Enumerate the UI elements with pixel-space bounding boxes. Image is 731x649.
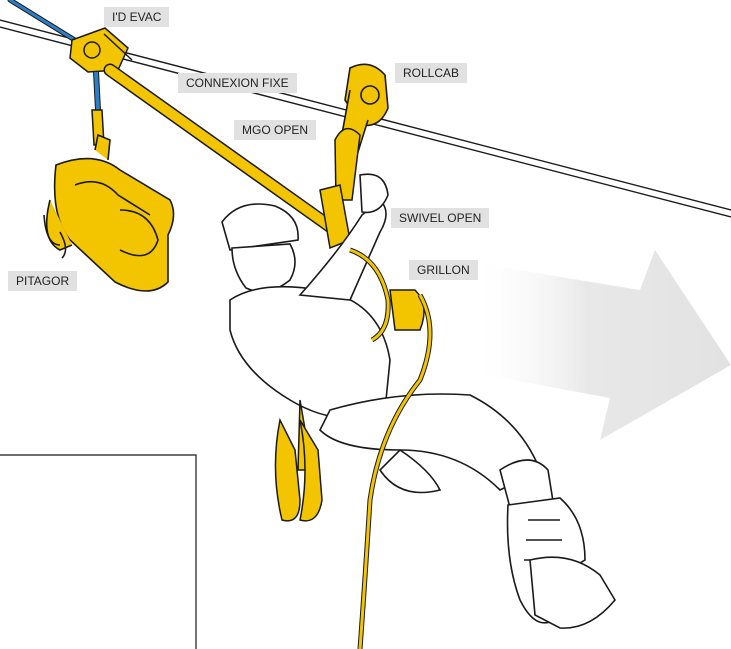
direction-arrow (470, 250, 731, 440)
id-evac-device (70, 28, 132, 72)
pitagor-harness (44, 135, 174, 291)
pitagor-sling (92, 72, 104, 145)
label-pitagor: PITAGOR (8, 271, 77, 291)
torso (230, 287, 390, 418)
knee (380, 450, 440, 493)
label-id-evac: I'D EVAC (104, 7, 169, 27)
label-rollcab: ROLLCAB (395, 63, 467, 83)
label-mgo-open: MGO OPEN (234, 120, 316, 140)
rescuer-figure (222, 174, 615, 628)
boot-2 (530, 557, 615, 628)
helmet (222, 204, 298, 250)
building-edge (0, 455, 196, 649)
label-connexion-fixe: CONNEXION FIXE (178, 73, 297, 93)
label-grillon: GRILLON (409, 260, 478, 280)
head (232, 244, 295, 292)
label-swivel-open: SWIVEL OPEN (391, 208, 489, 228)
blue-rope (10, 0, 78, 42)
